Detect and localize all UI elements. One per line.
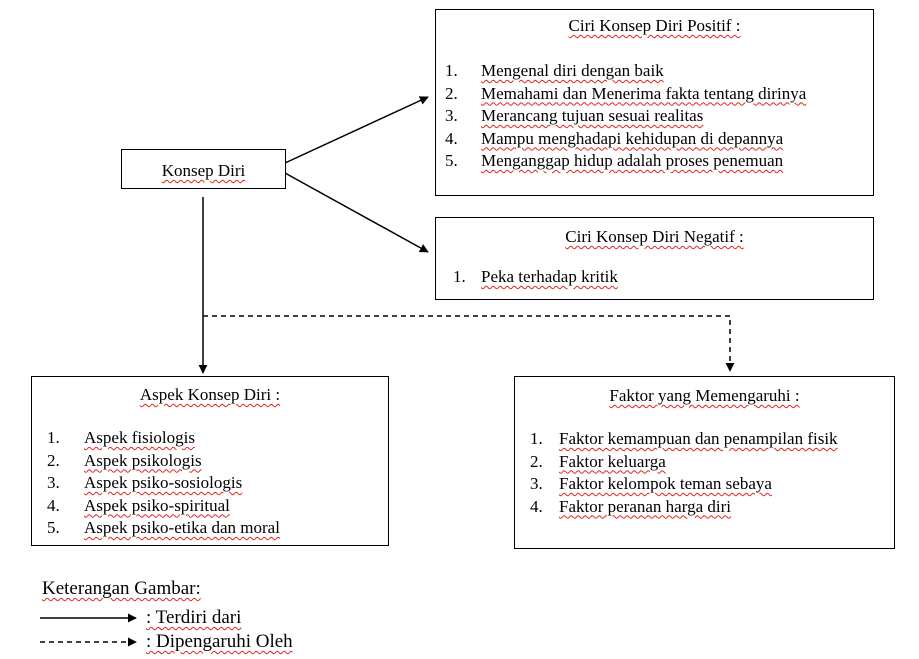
list-item-number: 2. [530, 451, 543, 471]
list-item-number: 1. [530, 429, 543, 448]
negative-traits-list: 1. Peka terhadap kritik [453, 266, 618, 289]
list-item-number: 1. [47, 428, 60, 447]
aspects-list: 1. Aspek fisiologis 2. Aspek psikologis … [47, 427, 280, 540]
list-item: 1. Aspek fisiologis [47, 427, 280, 450]
legend-title-text: Keterangan Gambar: [42, 578, 201, 599]
list-item-number: 5. [47, 518, 60, 537]
list-item-text: Aspek psiko-sosiologis [84, 473, 243, 492]
list-item: 4. Mampu menghadapi kehidupan di depanny… [445, 128, 806, 151]
list-item-number: 4. [530, 496, 543, 516]
legend-title: Keterangan Gambar: [42, 578, 201, 600]
factors-box: Faktor yang Memengaruhi : 1. Faktor kema… [514, 376, 895, 549]
list-item-text: Aspek psiko-spiritual [84, 495, 230, 515]
konsep-diri-box: Konsep Diri [121, 149, 286, 189]
positive-traits-box: Ciri Konsep Diri Positif : 1. Mengenal d… [435, 9, 874, 196]
aspects-box: Aspek Konsep Diri : 1. Aspek fisiologis … [31, 376, 389, 546]
list-item-text: Faktor keluarga [559, 451, 666, 471]
list-item-text: Mengenal diri dengan baik [481, 61, 664, 80]
list-item-text: Mampu menghadapi kehidupan di depannya [481, 128, 784, 148]
factors-title: Faktor yang Memengaruhi : [515, 386, 894, 406]
list-item-number: 3. [530, 474, 543, 493]
list-item-number: 3. [47, 473, 60, 492]
list-item-number: 3. [445, 106, 458, 125]
list-item-number: 4. [445, 128, 458, 148]
legend-dashed-row: : Dipengaruhi Oleh [40, 631, 340, 653]
factors-list: 1. Faktor kemampuan dan penampilan fisik… [530, 428, 838, 518]
aspects-title-text: Aspek Konsep Diri : [139, 385, 281, 404]
list-item: 1. Mengenal diri dengan baik [445, 60, 806, 83]
list-item: 2. Memahami dan Menerima fakta tentang d… [445, 83, 806, 106]
list-item-text: Peka terhadap kritik [481, 267, 618, 286]
konsep-diri-label: Konsep Diri [122, 161, 285, 181]
list-item-text: Aspek psiko-etika dan moral [84, 518, 280, 537]
list-item: 1. Peka terhadap kritik [453, 266, 618, 289]
legend-solid-label: : Terdiri dari [146, 607, 242, 628]
legend-dashed-label: : Dipengaruhi Oleh [146, 631, 293, 652]
factors-title-text: Faktor yang Memengaruhi : [609, 386, 800, 405]
list-item: 5. Menganggap hidup adalah proses penemu… [445, 150, 806, 173]
list-item-text: Faktor kemampuan dan penampilan fisik [559, 429, 838, 448]
negative-traits-box: Ciri Konsep Diri Negatif : 1. Peka terha… [435, 217, 874, 300]
list-item: 3. Merancang tujuan sesuai realitas [445, 105, 806, 128]
list-item: 2. Aspek psikologis [47, 450, 280, 473]
negative-title-text: Ciri Konsep Diri Negatif : [565, 227, 744, 246]
list-item-number: 4. [47, 495, 60, 515]
negative-traits-title: Ciri Konsep Diri Negatif : [436, 227, 873, 247]
list-item: 5. Aspek psiko-etika dan moral [47, 517, 280, 540]
legend-solid-row: : Terdiri dari [40, 607, 340, 629]
positive-title-text: Ciri Konsep Diri Positif : [568, 16, 741, 35]
list-item-text: Aspek psikologis [84, 450, 202, 470]
list-item: 1. Faktor kemampuan dan penampilan fisik [530, 428, 838, 451]
list-item: 2. Faktor keluarga [530, 451, 838, 474]
list-item: 3. Faktor kelompok teman sebaya [530, 473, 838, 496]
list-item-text: Faktor kelompok teman sebaya [559, 474, 772, 493]
positive-traits-list: 1. Mengenal diri dengan baik 2. Memahami… [445, 60, 806, 173]
list-item-number: 2. [47, 450, 60, 470]
list-item-number: 5. [445, 151, 458, 170]
positive-traits-title: Ciri Konsep Diri Positif : [436, 16, 873, 36]
list-item-number: 1. [445, 61, 458, 80]
list-item: 3. Aspek psiko-sosiologis [47, 472, 280, 495]
arrow-to-negative [284, 172, 429, 253]
konsep-diri-text: Konsep Diri [161, 161, 246, 180]
list-item-text: Faktor peranan harga diri [559, 496, 731, 516]
list-item-number: 1. [453, 267, 466, 286]
dashed-arrow-to-factors [203, 315, 735, 372]
arrow-to-positive [284, 96, 429, 164]
list-item-text: Merancang tujuan sesuai realitas [481, 106, 704, 125]
list-item-text: Menganggap hidup adalah proses penemuan [481, 151, 784, 170]
aspects-title: Aspek Konsep Diri : [32, 385, 388, 405]
list-item-number: 2. [445, 83, 458, 103]
list-item-text: Aspek fisiologis [84, 428, 195, 447]
list-item-text: Memahami dan Menerima fakta tentang diri… [481, 83, 807, 103]
list-item: 4. Aspek psiko-spiritual [47, 495, 280, 518]
list-item: 4. Faktor peranan harga diri [530, 496, 838, 519]
